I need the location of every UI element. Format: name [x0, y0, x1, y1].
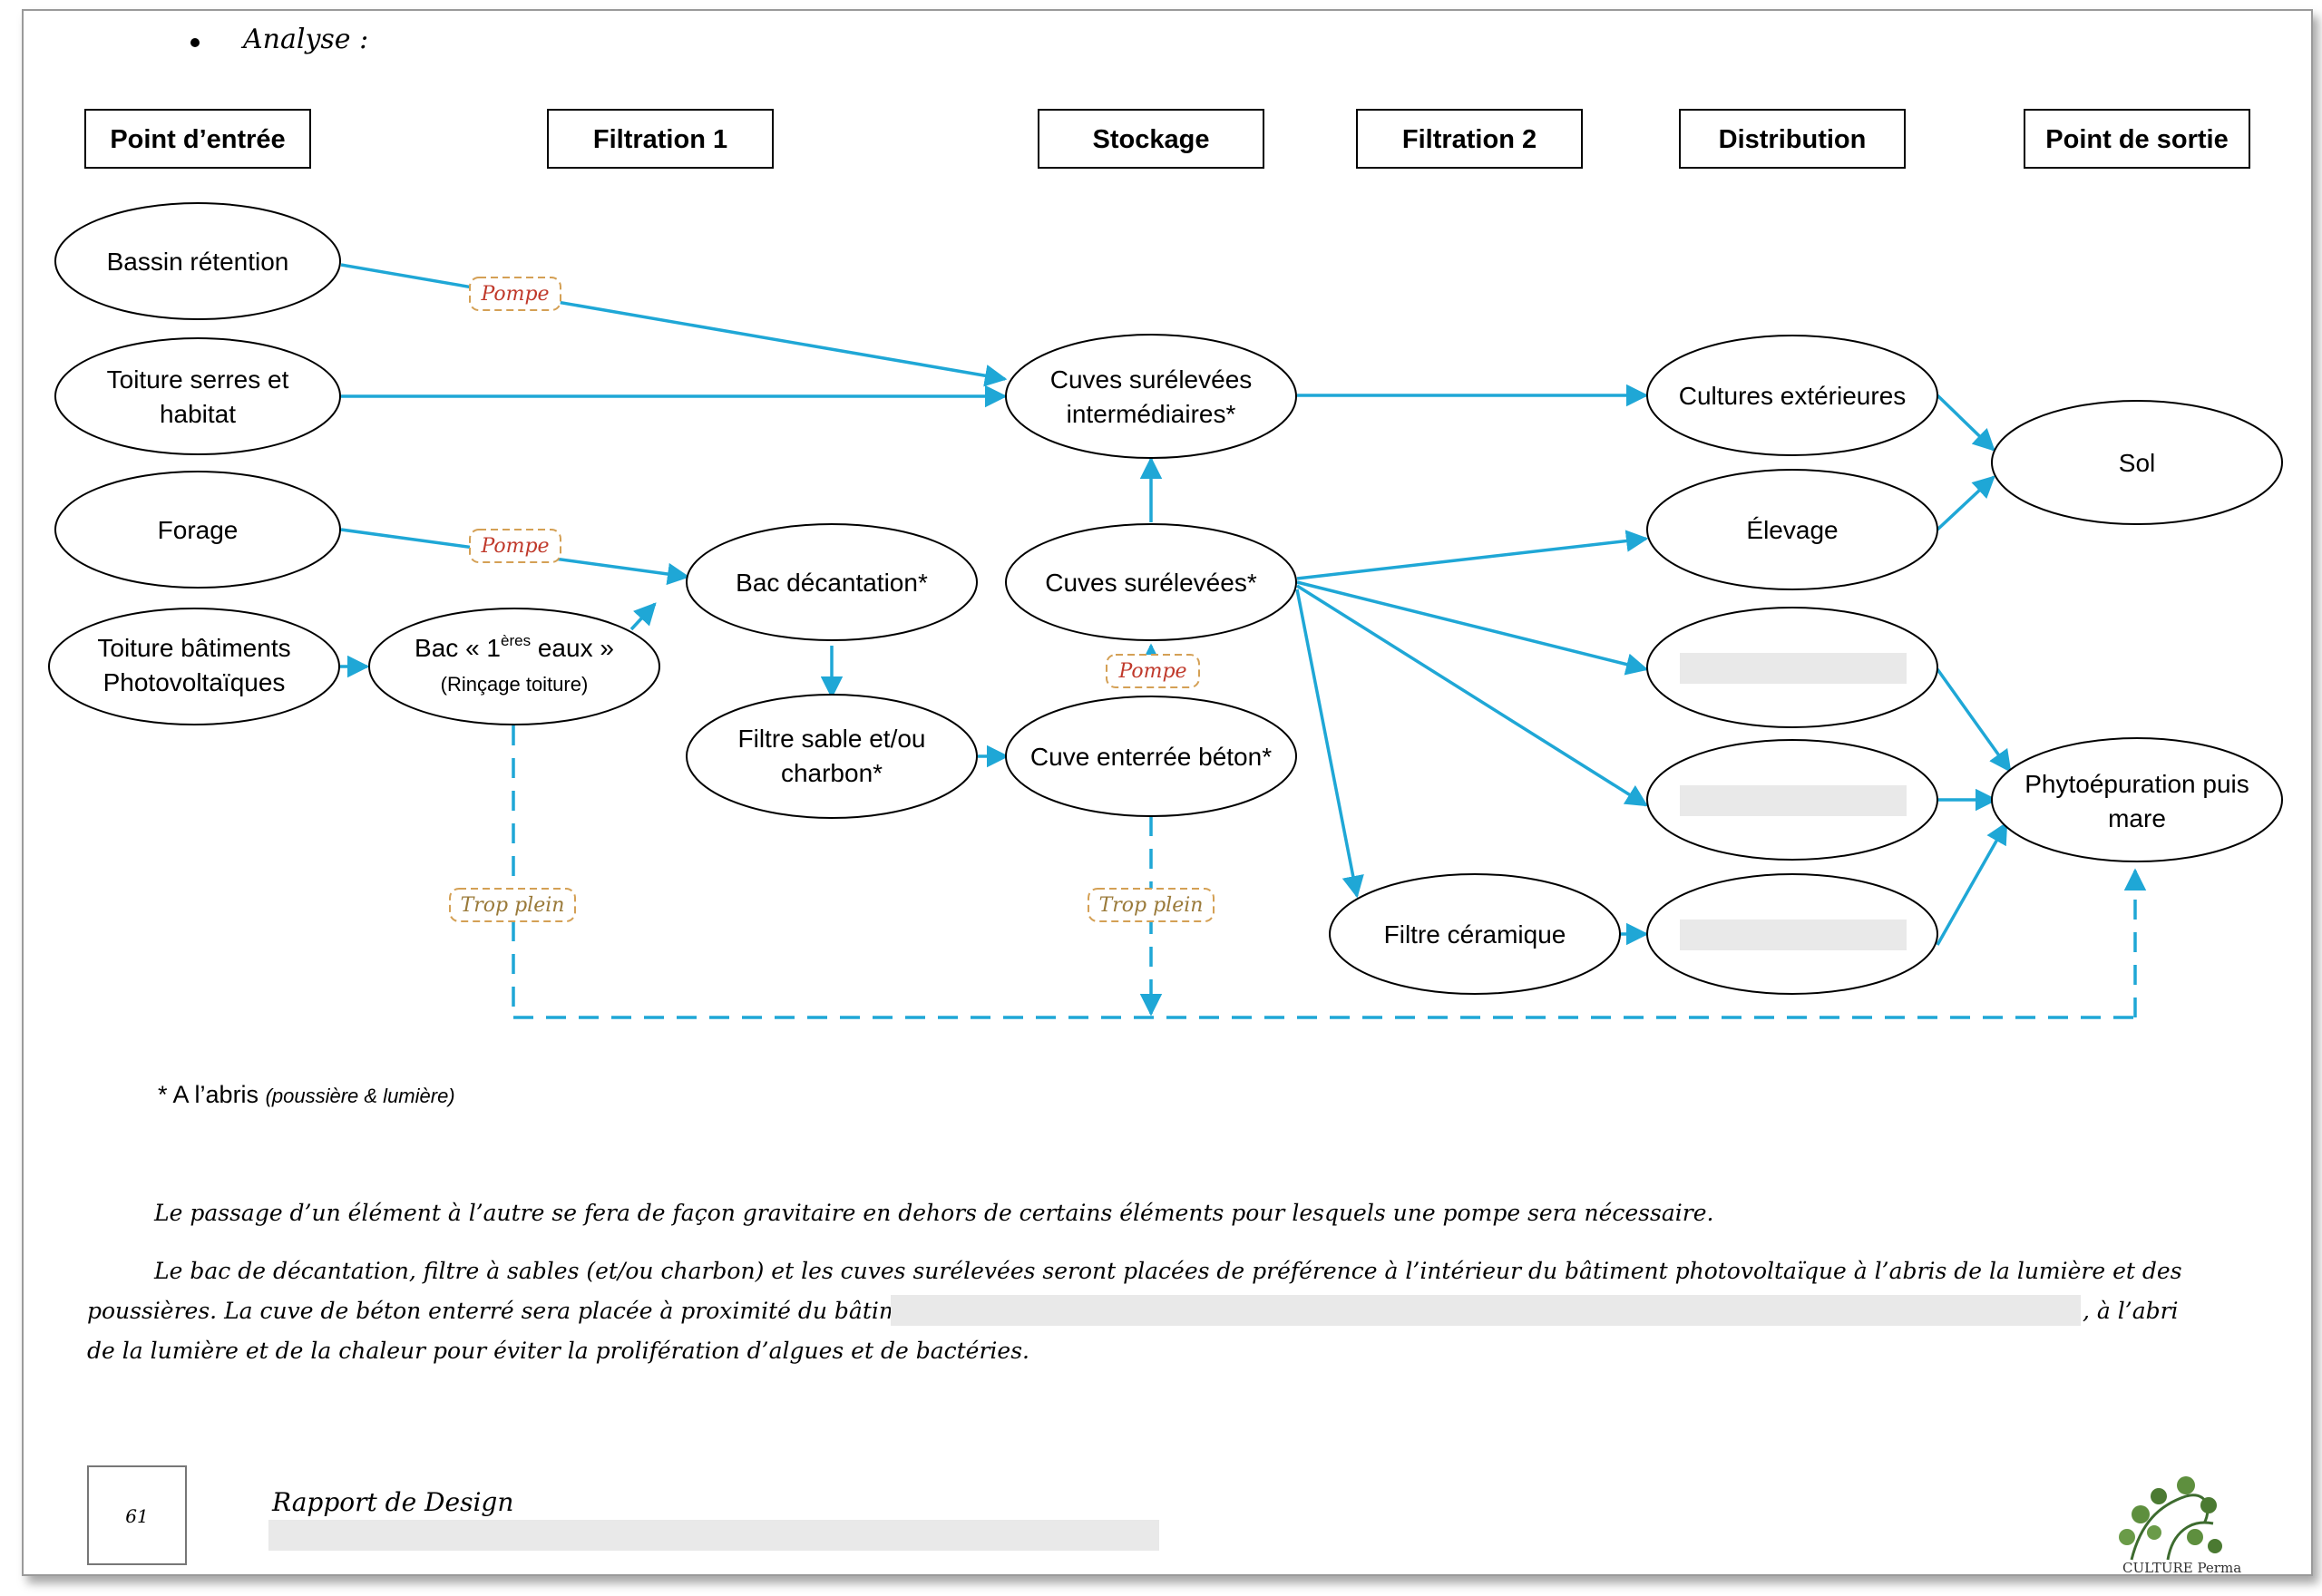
svg-text:Trop plein: Trop plein: [461, 894, 565, 917]
svg-text:Point d’entrée: Point d’entrée: [110, 125, 285, 154]
label-cuves-sur: Cuves surélevées*: [1045, 569, 1257, 597]
tag-pompe-1: Pompe: [469, 277, 561, 311]
redacted-text: [891, 1295, 2081, 1326]
node-toiture-serres: [54, 337, 341, 455]
arrow-elevage-sol: [1936, 475, 1995, 531]
arrow-cuves-sur-filtre-ceramique: [1295, 589, 1364, 899]
footer-title: Rapport de Design: [272, 1487, 514, 1517]
label-elevage: Élevage: [1746, 516, 1838, 544]
svg-text:Distribution: Distribution: [1719, 125, 1867, 154]
arrow-cuves-sur-dist4: [1296, 584, 1649, 807]
node-cuves-surelevees: [1005, 523, 1297, 641]
redacted-label: [1680, 785, 1907, 816]
node-filtre-sable: [686, 694, 978, 819]
header-point-sortie: Point de sortie: [2024, 109, 2250, 169]
page-number: 61: [125, 1505, 149, 1527]
logo-text: CULTURE Perma: [2122, 1560, 2242, 1576]
node-bac-decantation: [686, 523, 978, 641]
culture-perma-logo-icon: [2119, 1476, 2222, 1561]
node-bassin-retention: [54, 202, 341, 320]
paragraph-1: Le passage d’un élément à l’autre se fer…: [154, 1200, 1714, 1226]
header-stockage: Stockage: [1038, 109, 1264, 169]
label-sol: Sol: [2119, 449, 2155, 477]
flow-arrows: [340, 263, 2012, 946]
paragraph-2-line-2a: poussières. La cuve de béton enterré ser…: [87, 1298, 938, 1324]
redacted-footer: [268, 1520, 1159, 1551]
tag-trop-plein-1: Trop plein: [449, 888, 576, 922]
arrow-dist3-phyto: [1936, 667, 2012, 773]
arrow-cuves-sur-elevage: [1296, 530, 1649, 580]
svg-text:Pompe: Pompe: [1117, 660, 1186, 683]
label-filtre-sable-1: Filtre sable et/ou: [738, 725, 926, 753]
label-filtre-ceramique: Filtre céramique: [1384, 920, 1566, 949]
svg-text:Pompe: Pompe: [480, 535, 549, 558]
svg-text:Stockage: Stockage: [1093, 125, 1210, 154]
node-sol: [1991, 400, 2283, 525]
paragraph-2-line-3: de la lumière et de la chaleur pour évit…: [87, 1338, 1029, 1364]
label-bassin: Bassin rétention: [107, 248, 289, 276]
page-number-box: 61: [87, 1465, 187, 1565]
tag-pompe-3: Pompe: [1106, 654, 1200, 688]
arrow-bassin-cuves-inter: [340, 263, 1008, 387]
node-bac-1eres-eaux: [368, 608, 660, 725]
label-bac-1eres: Bac « 1ères eaux »: [415, 632, 614, 662]
label-toiture-bat-1: Toiture bâtiments: [97, 634, 290, 662]
label-toiture-serres-1: Toiture serres et: [107, 365, 289, 394]
label-cuve-enterree: Cuve enterrée béton*: [1030, 743, 1272, 771]
svg-text:Filtration 1: Filtration 1: [593, 125, 727, 154]
tag-pompe-2: Pompe: [469, 529, 561, 563]
node-phytoepuration: [1991, 737, 2283, 862]
footnote: * A l’abris (poussière & lumière): [158, 1081, 455, 1108]
node-elevage: [1646, 469, 1938, 590]
node-cultures-exterieures: [1646, 335, 1938, 456]
label-cultures: Cultures extérieures: [1679, 382, 1907, 410]
arrow-dist5-phyto: [1936, 821, 2008, 946]
svg-text:Trop plein: Trop plein: [1099, 894, 1204, 917]
svg-text:Filtration 2: Filtration 2: [1402, 125, 1537, 154]
redacted-label: [1680, 653, 1907, 684]
label-cuves-inter-1: Cuves surélevées: [1050, 365, 1253, 394]
arrow-cultures-sol: [1936, 394, 1995, 452]
svg-text:Point de sortie: Point de sortie: [2045, 125, 2228, 154]
label-toiture-serres-2: habitat: [160, 400, 236, 428]
arrow-bac-1eres-bac-decant: [629, 602, 657, 631]
node-forage: [54, 471, 341, 589]
header-filtration-1: Filtration 1: [547, 109, 774, 169]
node-filtre-ceramique: [1329, 873, 1621, 995]
section-title: Analyse :: [243, 24, 369, 55]
header-point-entree: Point d’entrée: [84, 109, 311, 169]
label-bac-decant: Bac décantation*: [736, 569, 928, 597]
label-forage: Forage: [158, 516, 239, 544]
bullet-icon: [190, 38, 200, 47]
label-bac-1eres-sub: (Rinçage toiture): [441, 673, 589, 696]
label-phyto-1: Phytoépuration puis: [2024, 770, 2249, 798]
header-distribution: Distribution: [1679, 109, 1906, 169]
arrow-cuves-sur-dist3: [1296, 580, 1649, 676]
node-cuves-intermediaires: [1005, 334, 1297, 459]
svg-text:Pompe: Pompe: [480, 283, 549, 306]
label-toiture-bat-2: Photovoltaïques: [103, 668, 286, 696]
paragraph-2-line-2b: , à l’abri: [2083, 1298, 2179, 1324]
paragraph-2-line-1: Le bac de décantation, filtre à sables (…: [154, 1258, 2182, 1284]
node-toiture-batiments: [48, 608, 340, 725]
tag-trop-plein-2: Trop plein: [1088, 888, 1215, 922]
header-filtration-2: Filtration 2: [1356, 109, 1583, 169]
node-cuve-enterree: [1005, 696, 1297, 817]
label-phyto-2: mare: [2108, 804, 2166, 832]
label-cuves-inter-2: intermédiaires*: [1067, 400, 1236, 428]
redacted-label: [1680, 920, 1907, 950]
label-filtre-sable-2: charbon*: [781, 759, 883, 787]
